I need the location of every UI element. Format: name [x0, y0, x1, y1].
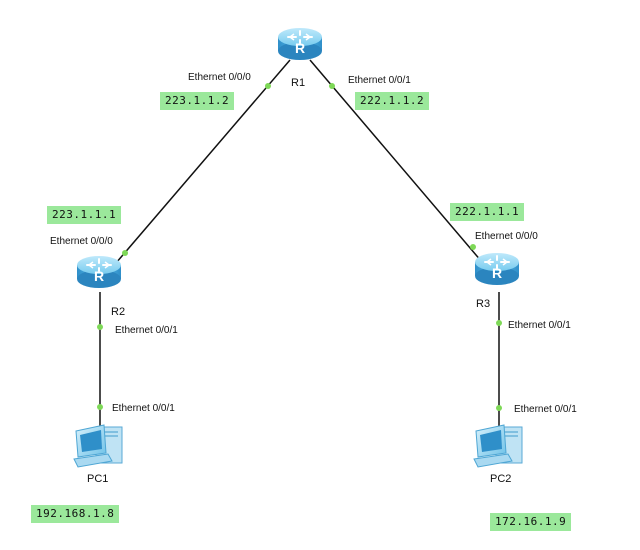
- pc-label-2: PC2: [490, 473, 511, 485]
- interface-label: Ethernet 0/0/0: [50, 236, 113, 247]
- ip-label-r1-e001: 222.1.1.2: [355, 92, 430, 110]
- ip-label-r1-e000: 223.1.1.2: [160, 92, 235, 110]
- interface-label: Ethernet 0/0/0: [188, 72, 251, 83]
- ip-label-pc1: 192.168.1.8: [31, 505, 120, 523]
- pc-label-1: PC1: [87, 473, 108, 485]
- router-label-r2: R2: [111, 306, 125, 318]
- interface-label: Ethernet 0/0/1: [514, 404, 577, 415]
- port-dot: [329, 83, 335, 89]
- link-r1-r3: [309, 59, 483, 263]
- ip-label-pc2: 172.16.1.9: [490, 513, 572, 531]
- router-r2[interactable]: [76, 255, 122, 289]
- port-dot: [97, 324, 103, 330]
- pc-2[interactable]: [473, 424, 523, 468]
- router-icon: [76, 255, 122, 289]
- port-dot: [470, 244, 476, 250]
- pc-icon: [73, 424, 123, 468]
- interface-label: Ethernet 0/0/1: [508, 320, 571, 331]
- port-dot: [265, 83, 271, 89]
- interface-label: Ethernet 0/0/0: [475, 231, 538, 242]
- router-icon: [474, 252, 520, 286]
- port-dot: [97, 404, 103, 410]
- port-dot: [496, 320, 502, 326]
- interface-label: Ethernet 0/0/1: [115, 325, 178, 336]
- router-label-r1: R1: [291, 77, 305, 89]
- router-icon: [277, 27, 323, 61]
- interface-label: Ethernet 0/0/1: [112, 403, 175, 414]
- port-dot: [496, 405, 502, 411]
- router-label-r3: R3: [476, 298, 490, 310]
- link-r1-r2: [109, 59, 291, 271]
- pc-1[interactable]: [73, 424, 123, 468]
- router-r1[interactable]: [277, 27, 323, 61]
- ip-label-r2-e000: 223.1.1.1: [47, 206, 122, 224]
- router-r3[interactable]: [474, 252, 520, 286]
- port-dot: [122, 250, 128, 256]
- pc-icon: [473, 424, 523, 468]
- ip-label-r3-e000: 222.1.1.1: [450, 203, 525, 221]
- interface-label: Ethernet 0/0/1: [348, 75, 411, 86]
